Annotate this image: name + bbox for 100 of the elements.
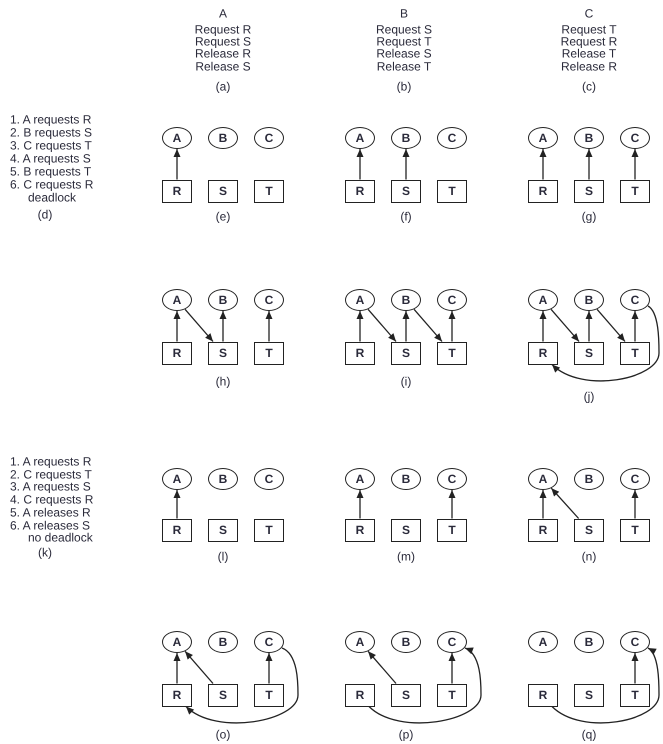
resource-box: R [345, 684, 375, 706]
step-line: 5. A releases R [10, 506, 91, 520]
resource-box: T [620, 180, 650, 202]
process-circle: B [574, 127, 604, 149]
arrow [184, 650, 214, 684]
resource-box: T [437, 342, 467, 364]
panel-caption: (o) [216, 728, 230, 742]
step-line: 1. A requests R [10, 114, 92, 126]
process-circle: C [254, 631, 284, 653]
arrow [220, 311, 226, 342]
process-circle: A [345, 127, 375, 149]
panel-caption: (e) [216, 210, 230, 224]
arrow [540, 490, 546, 518]
arrow [550, 308, 580, 342]
arrow [540, 149, 546, 180]
panel-caption: (p) [398, 728, 414, 742]
arrow [174, 653, 180, 684]
instruction-line: Request R [194, 24, 252, 36]
panel-caption: (m) [397, 550, 415, 564]
arrow [184, 308, 214, 342]
arrow [632, 490, 638, 518]
instruction-line: Release T [376, 60, 432, 74]
resource-box: S [208, 518, 238, 542]
instruction-line: Release T [562, 48, 616, 60]
panel-caption: (h) [216, 376, 230, 388]
resource-box: R [345, 342, 375, 364]
step-line: 6. A releases S [10, 519, 90, 532]
process-circle: A [528, 127, 558, 149]
process-circle: B [391, 289, 421, 311]
process-heading: A [219, 8, 227, 20]
resource-box: T [437, 518, 467, 542]
process-circle: B [391, 631, 421, 653]
resource-box: S [391, 684, 421, 706]
panel-caption: (c) [582, 80, 596, 94]
instruction-line: Request S [376, 24, 432, 36]
instruction-line: Release R [194, 48, 252, 60]
process-circle: A [162, 631, 192, 653]
panel-caption: (i) [400, 376, 412, 388]
resource-box: S [574, 342, 604, 364]
arrow [402, 149, 410, 180]
panel-caption: (l) [218, 550, 228, 564]
panel-caption: (g) [582, 210, 596, 224]
resource-box: T [620, 342, 650, 364]
process-circle: C [437, 289, 467, 311]
process-circle: B [391, 468, 421, 490]
step-line: 2. B requests S [10, 126, 92, 140]
resource-box: R [345, 180, 375, 202]
step-line: 4. A requests S [10, 152, 91, 166]
arrow [540, 311, 546, 342]
resource-box: T [254, 684, 284, 706]
arrow [174, 311, 180, 342]
resource-box: T [437, 684, 467, 706]
resource-box: S [208, 342, 238, 364]
instruction-line: Release R [560, 60, 618, 74]
process-circle: B [208, 289, 238, 311]
resource-box: S [208, 684, 238, 706]
arrow [368, 647, 482, 724]
resource-box: T [254, 342, 284, 364]
process-circle: C [620, 127, 650, 149]
resource-box: R [162, 180, 192, 202]
resource-box: R [528, 342, 558, 364]
arrow [632, 149, 638, 180]
resource-box: S [391, 342, 421, 364]
resource-box: S [574, 518, 604, 542]
panel-caption: (b) [396, 80, 412, 94]
panel-caption: (j) [584, 390, 594, 404]
process-circle: A [345, 289, 375, 311]
step-line: 3. C requests T [10, 140, 92, 152]
arrow [448, 490, 456, 518]
process-circle: C [620, 468, 650, 490]
process-circle: C [254, 289, 284, 311]
panel-caption: (k) [38, 546, 52, 560]
arrow [586, 149, 592, 180]
step-line: 3. A requests S [10, 480, 91, 494]
resource-box: S [208, 180, 238, 202]
panel-caption: (a) [216, 80, 230, 94]
resource-box: R [162, 518, 192, 542]
process-heading: C [584, 8, 594, 20]
arrow [368, 650, 397, 684]
process-circle: C [620, 631, 650, 653]
process-circle: A [162, 289, 192, 311]
arrow [414, 308, 443, 342]
resource-box: T [620, 518, 650, 542]
panel-caption: (n) [582, 550, 596, 564]
process-circle: A [345, 631, 375, 653]
arrow [356, 490, 364, 518]
instruction-line: Request S [194, 36, 252, 48]
resource-box: S [391, 518, 421, 542]
resource-box: T [254, 180, 284, 202]
process-heading: B [400, 8, 408, 20]
resource-box: S [574, 684, 604, 706]
arrow [448, 653, 456, 684]
process-circle: B [574, 631, 604, 653]
arrow [586, 311, 592, 342]
process-circle: C [254, 468, 284, 490]
resource-box: T [437, 180, 467, 202]
step-line: 4. C requests R [10, 494, 94, 507]
instruction-line: Release S [195, 60, 251, 74]
resource-box: S [574, 180, 604, 202]
arrow [552, 647, 660, 724]
